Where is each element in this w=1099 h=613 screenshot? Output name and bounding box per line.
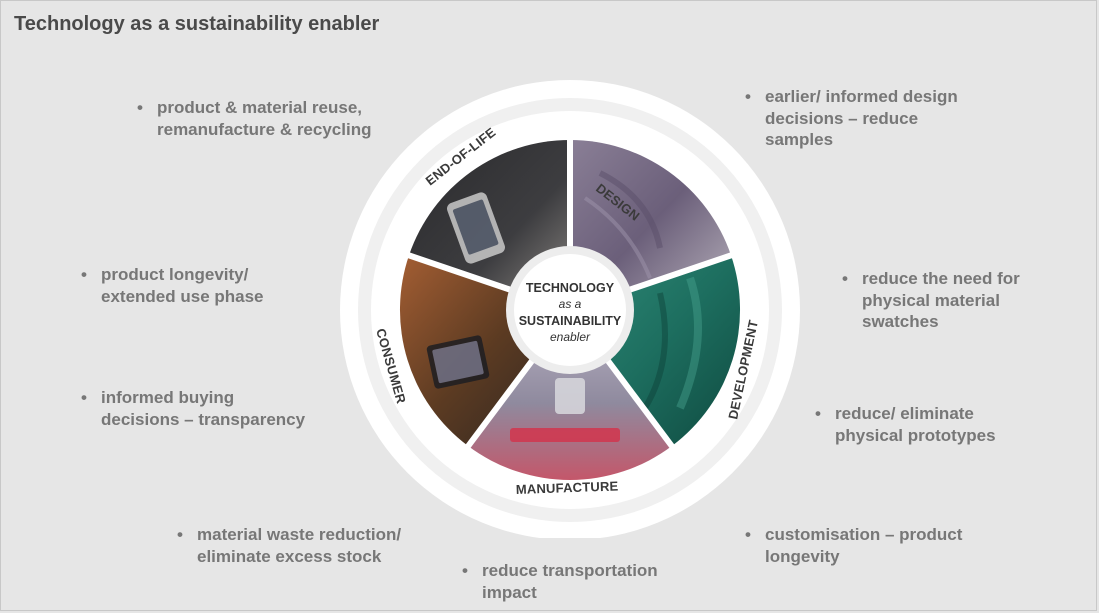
bullet-dot: • [81, 388, 87, 407]
bullet-customisation: • customisation – product longevity [745, 524, 963, 567]
bullet-waste: • material waste reduction/ eliminate ex… [177, 524, 402, 567]
bullet-design: • earlier/ informed design decisions – r… [745, 86, 958, 151]
bullet-transport: • reduce transportation impact [462, 560, 658, 603]
center-line-4: enabler [550, 330, 591, 344]
bullet-longevity-text: product longevity/ extended use phase [101, 265, 264, 306]
bullet-dot: • [745, 87, 751, 106]
bullet-reuse-text: product & material reuse, remanufacture … [157, 98, 372, 139]
bullet-waste-text: material waste reduction/ eliminate exce… [197, 525, 402, 566]
center-line-1: TECHNOLOGY [526, 281, 615, 295]
segment-label-manufacture: MANUFACTURE [516, 478, 619, 497]
center-disc [514, 254, 626, 366]
bullet-dot: • [842, 269, 848, 288]
bullet-design-text: earlier/ informed design decisions – red… [765, 87, 958, 149]
center-line-2: as a [559, 297, 582, 311]
bullet-transport-text: reduce transportation impact [482, 561, 658, 602]
bullet-dot: • [137, 98, 143, 117]
image-details [426, 170, 702, 442]
bullet-dot: • [462, 561, 468, 580]
bullet-swatches: • reduce the need for physical material … [842, 268, 1020, 333]
bullet-dot: • [177, 525, 183, 544]
bullet-swatches-text: reduce the need for physical material sw… [862, 269, 1020, 331]
lifecycle-wheel: TECHNOLOGY as a SUSTAINABILITY enabler D… [340, 80, 800, 538]
center-line-3: SUSTAINABILITY [519, 314, 622, 328]
bullet-longevity: • product longevity/ extended use phase [81, 264, 264, 307]
bullet-buying: • informed buying decisions – transparen… [81, 387, 306, 430]
bullet-dot: • [815, 404, 821, 423]
bullet-dot: • [81, 265, 87, 284]
bullet-customisation-text: customisation – product longevity [765, 525, 963, 566]
bullet-dot: • [745, 525, 751, 544]
bullet-prototypes-text: reduce/ eliminate physical prototypes [835, 404, 996, 445]
bullet-prototypes: • reduce/ eliminate physical prototypes [815, 403, 996, 446]
bullet-buying-text: informed buying decisions – transparency [101, 388, 306, 429]
slide-title: Technology as a sustainability enabler [14, 13, 380, 35]
bullet-reuse: • product & material reuse, remanufactur… [137, 97, 372, 140]
